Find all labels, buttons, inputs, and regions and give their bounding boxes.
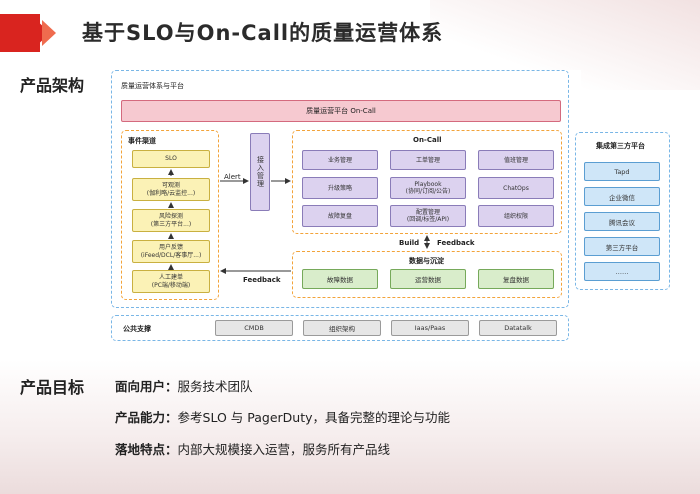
- event-channel-item-user-feedback: 用户反馈 (iFeed/DCL/客事厅...): [132, 240, 210, 263]
- access-manager-box: 接入管理: [250, 133, 270, 211]
- public-support-title: 公共支撑: [123, 325, 151, 333]
- oncall-item-permissions: 组织权限: [478, 205, 554, 227]
- goal-row-landing: 落地特点：内部大规模接入运营，服务所有产品线: [115, 442, 391, 457]
- support-item-org: 组织架构: [303, 320, 381, 336]
- third-party-container: [575, 132, 670, 290]
- build-label: Build: [399, 239, 420, 247]
- slide-title: 基于SLO与On-Call的质量运营体系: [82, 21, 444, 45]
- support-item-datatalk: Datatalk: [479, 320, 557, 336]
- oncall-item-postmortem: 故障复盘: [302, 205, 378, 227]
- event-channel-item-risk-detection: 风险探测 (第三方平台...): [132, 209, 210, 232]
- event-channel-item-slo: SLO: [132, 150, 210, 168]
- public-support-container: [111, 315, 569, 341]
- data-item-incident: 故障数据: [302, 269, 378, 289]
- left-feedback-label: Feedback: [243, 276, 281, 284]
- third-party-item-more: ……: [584, 262, 660, 281]
- oncall-item-playbook: Playbook (协同/订阅/公告): [390, 177, 466, 199]
- event-channel-group: [121, 130, 219, 300]
- feedback-label: Feedback: [437, 239, 475, 247]
- oncall-item-ticket: 工单管理: [390, 150, 466, 170]
- system-container: [111, 70, 569, 308]
- event-channel-item-observability: 可观测 (伽利略/云监控...): [132, 178, 210, 201]
- architecture-diagram: 质量运营体系与平台 质量运营平台 On-Call 事件渠道 SLO 可观测 (伽…: [111, 70, 581, 345]
- section-label-architecture: 产品架构: [20, 76, 85, 95]
- goal-row-users: 面向用户：服务技术团队: [115, 379, 253, 394]
- third-party-item-wecom: 企业微信: [584, 187, 660, 206]
- support-item-iaas: Iaas/Paas: [391, 320, 469, 336]
- oncall-item-config: 配置管理 (回调/标签/API): [390, 205, 466, 227]
- third-party-title: 集成第三方平台: [596, 142, 645, 150]
- alert-label: Alert: [224, 173, 241, 181]
- support-item-cmdb: CMDB: [215, 320, 293, 336]
- third-party-item-tapd: Tapd: [584, 162, 660, 181]
- goal-row-capability: 产品能力：参考SLO 与 PagerDuty，具备完整的理论与功能: [115, 410, 451, 425]
- diagram-arrows: [168, 169, 430, 274]
- system-container-title: 质量运营体系与平台: [121, 82, 184, 90]
- oncall-group: [292, 130, 562, 234]
- oncall-item-duty: 值班管理: [478, 150, 554, 170]
- oncall-item-escalation: 升级策略: [302, 177, 378, 199]
- data-settle-title: 数据与沉淀: [409, 257, 444, 265]
- third-party-item-other: 第三方平台: [584, 237, 660, 256]
- background-decor-bottom: [0, 360, 700, 494]
- event-channel-title: 事件渠道: [128, 137, 156, 145]
- oncall-item-chatops: ChatOps: [478, 177, 554, 199]
- data-settle-group: [292, 251, 562, 298]
- section-label-goals: 产品目标: [20, 378, 85, 397]
- third-party-item-meeting: 腾讯会议: [584, 212, 660, 231]
- event-channel-item-manual-ticket: 人工建单 (PC端/移动端): [132, 270, 210, 293]
- platform-banner: 质量运营平台 On-Call: [121, 100, 561, 122]
- data-item-postmortem: 复盘数据: [478, 269, 554, 289]
- oncall-item-business: 业务管理: [302, 150, 378, 170]
- data-item-operations: 运营数据: [390, 269, 466, 289]
- oncall-group-title: On-Call: [413, 136, 442, 144]
- title-chevron-small-icon: [42, 20, 56, 46]
